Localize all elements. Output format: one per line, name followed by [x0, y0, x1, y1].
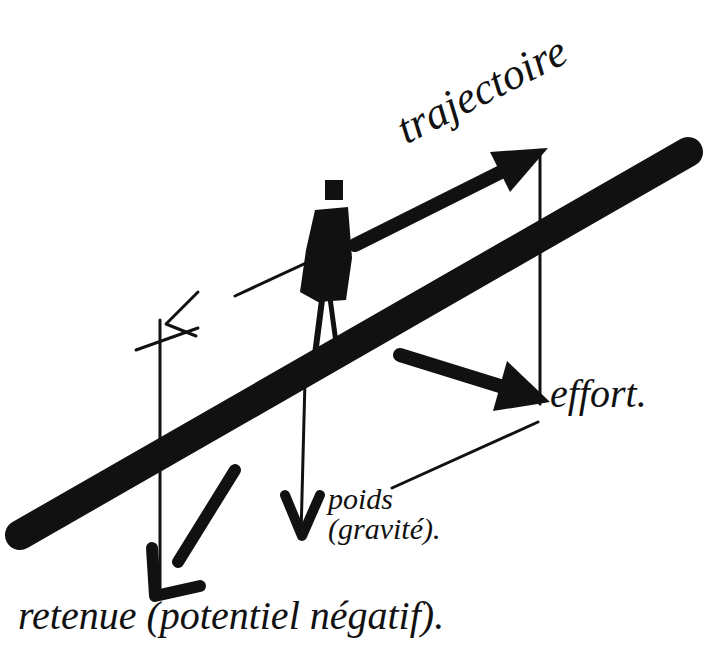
- construction-line: [539, 150, 542, 404]
- weight-head: [285, 495, 320, 536]
- effort-head: [493, 361, 550, 411]
- trajectory-label: trajectoire: [390, 29, 574, 152]
- retention-label: retenue (potentiel négatif).: [18, 596, 444, 636]
- weight-line: [301, 380, 305, 535]
- trajectory-head: [490, 148, 548, 192]
- figure-body: [300, 207, 352, 302]
- construction-line: [392, 422, 538, 488]
- inclined-beam: [20, 152, 688, 535]
- retention-shaft: [178, 470, 235, 562]
- effort-label: effort.: [550, 374, 647, 414]
- figure-leg: [330, 298, 337, 350]
- construction-line: [159, 320, 162, 596]
- figure-head: [325, 180, 343, 200]
- trajectory-shaft: [355, 170, 505, 245]
- construction-line: [136, 328, 198, 350]
- weight-label: poids (gravité).: [328, 484, 478, 544]
- figure-leg: [312, 300, 322, 378]
- effort-shaft: [400, 355, 500, 386]
